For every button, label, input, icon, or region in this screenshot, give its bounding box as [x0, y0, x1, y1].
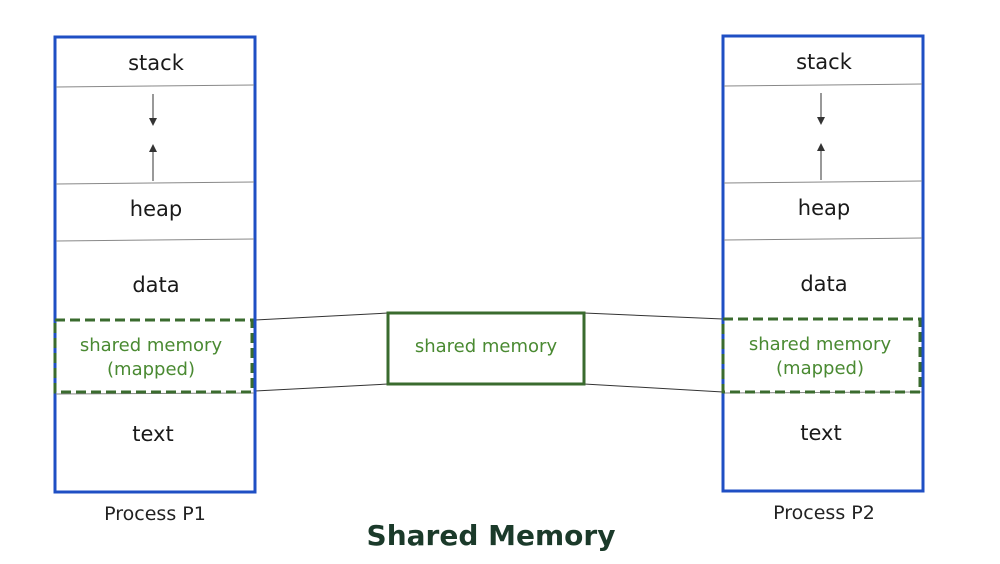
mapped-region-p2 — [721, 317, 922, 394]
process-p1: stack heap data shared memory (mapped) t… — [53, 35, 257, 525]
shared-memory-label: shared memory — [415, 336, 558, 357]
diagram-title: Shared Memory — [367, 519, 616, 552]
divider — [55, 84, 255, 88]
divider — [55, 238, 255, 242]
segment-stack-label: stack — [796, 50, 853, 74]
mapping-connectors — [254, 312, 724, 393]
connector-p2-bottom — [583, 383, 724, 393]
segment-text-label: text — [132, 422, 173, 446]
segment-data-label: data — [132, 273, 179, 297]
segment-heap-label: heap — [130, 197, 182, 221]
connector-p1-bottom — [254, 383, 389, 392]
segment-stack-label: stack — [128, 51, 185, 75]
segment-heap-label: heap — [798, 196, 850, 220]
segment-shared-label-line1: shared memory — [749, 334, 892, 355]
segment-data-label: data — [800, 272, 847, 296]
segment-shared-label-line2: (mapped) — [107, 359, 195, 380]
divider — [723, 83, 923, 87]
process-p2-label: Process P2 — [773, 502, 875, 524]
connector-p1-top — [254, 312, 389, 321]
shared-memory-box — [386, 311, 586, 386]
segment-text-label: text — [800, 421, 841, 445]
process-p1-box — [53, 35, 257, 494]
divider — [55, 181, 255, 185]
shared-memory-block: shared memory — [386, 311, 586, 386]
divider — [723, 180, 923, 184]
process-p2-box — [721, 34, 925, 493]
segment-shared-label-line2: (mapped) — [776, 358, 864, 379]
mapped-region-p1 — [53, 318, 254, 394]
process-p2: stack heap data shared memory (mapped) t… — [721, 34, 925, 524]
connector-p2-top — [583, 312, 724, 320]
segment-shared-label-line1: shared memory — [80, 335, 223, 356]
process-p1-label: Process P1 — [104, 503, 206, 525]
divider — [723, 237, 923, 241]
